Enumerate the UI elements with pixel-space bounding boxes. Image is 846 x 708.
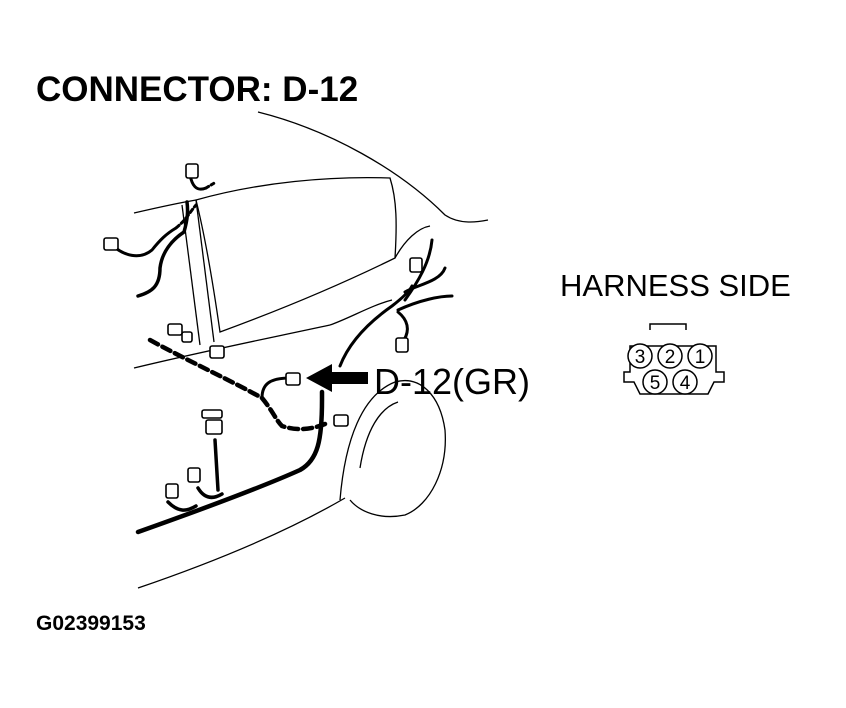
pin-5-circle — [642, 369, 668, 395]
connector-block — [201, 409, 223, 419]
connector-block — [333, 414, 349, 427]
wiring-harness — [110, 173, 454, 535]
connector-block — [167, 323, 183, 336]
connector-block — [181, 331, 193, 343]
connector-block — [409, 257, 423, 273]
connector-block — [209, 345, 225, 359]
pin-3-label: 3 — [635, 347, 646, 368]
connector-block — [205, 419, 223, 435]
callout-arrow — [306, 364, 368, 392]
figure-id: G02399153 — [36, 612, 146, 635]
pin-1-label: 1 — [695, 347, 706, 368]
pin-4-label: 4 — [680, 373, 691, 394]
connector-block — [187, 467, 201, 483]
harness-connectors — [103, 163, 423, 499]
pin-1-circle — [687, 343, 713, 369]
harness-side-connector-face: 3 2 1 5 4 — [623, 323, 725, 395]
vehicle-body-outline — [133, 111, 489, 589]
pin-2-circle — [657, 343, 683, 369]
pin-5-label: 5 — [650, 373, 661, 394]
pin-3-circle — [627, 343, 653, 369]
harness-side-label: HARNESS SIDE — [560, 268, 791, 303]
connector-d12-block — [285, 372, 301, 386]
connector-block — [165, 483, 179, 499]
diagram-title: CONNECTOR: D-12 — [36, 70, 359, 109]
pin-4-circle — [672, 369, 698, 395]
pin-2-label: 2 — [665, 347, 676, 368]
connector-callout-label: D-12(GR) — [374, 361, 531, 402]
connector-block — [395, 337, 409, 353]
connector-block — [185, 163, 199, 179]
connector-block — [103, 237, 119, 251]
